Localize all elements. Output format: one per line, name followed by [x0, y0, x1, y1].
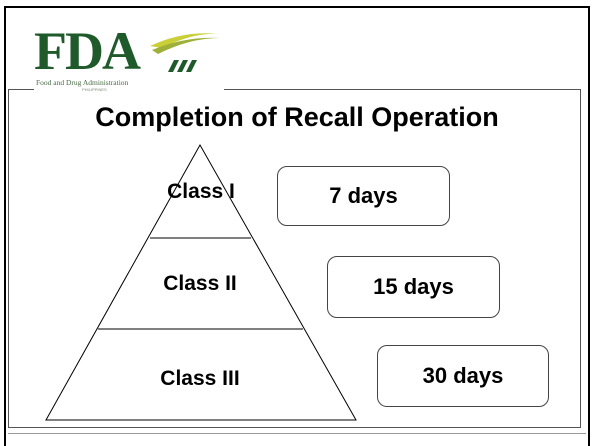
class-1-label: Class I — [167, 180, 235, 203]
class-2-duration-box: 15 days — [327, 256, 500, 318]
logo-swoosh-icon — [150, 33, 220, 72]
class-2-label: Class II — [163, 272, 237, 295]
class-1-duration-box: 7 days — [277, 166, 450, 226]
fda-logo: FDA Food and Drug Administration PHILIPP… — [34, 21, 224, 96]
footer-divider — [8, 433, 586, 434]
class-3-label: Class III — [160, 367, 240, 390]
pyramid-outline — [45, 143, 357, 421]
slide-frame-right — [588, 6, 590, 446]
logo-wordmark: FDA — [34, 21, 141, 81]
logo-tagline: PHILIPPINES — [82, 87, 107, 92]
content-frame — [8, 89, 581, 428]
slide-frame-top — [4, 6, 590, 8]
logo-subtitle: Food and Drug Administration — [36, 78, 129, 87]
slide-frame-left — [4, 6, 6, 446]
slide-title: Completion of Recall Operation — [95, 102, 499, 132]
class-3-duration-box: 30 days — [377, 345, 549, 407]
